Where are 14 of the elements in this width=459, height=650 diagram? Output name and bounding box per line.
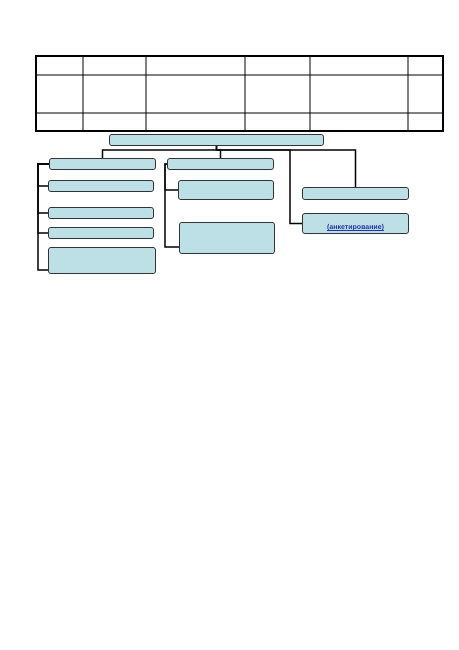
process-box	[178, 180, 274, 200]
process-box	[48, 247, 156, 274]
connector-line	[37, 163, 49, 271]
process-box	[48, 207, 154, 219]
process-box	[302, 213, 409, 234]
process-box	[167, 158, 274, 170]
connector-line	[164, 163, 179, 248]
process-box	[179, 222, 275, 254]
connector-line	[216, 146, 302, 224]
process-box	[109, 134, 324, 146]
process-box	[302, 187, 409, 200]
process-box	[48, 227, 154, 239]
process-box	[49, 158, 156, 170]
process-box	[48, 180, 154, 192]
